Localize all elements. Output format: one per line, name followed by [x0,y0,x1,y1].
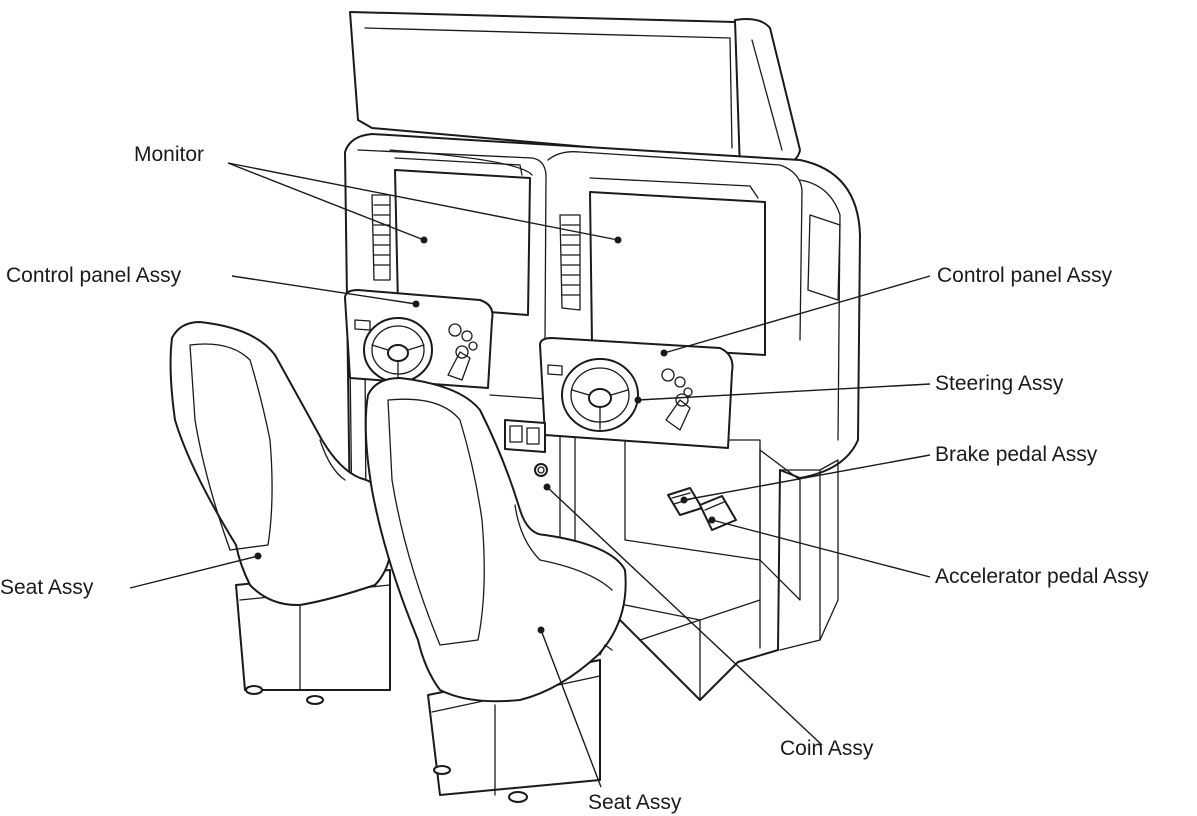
label-coin: Coin Assy [780,737,874,760]
leader-lines [129,162,931,788]
steering-wheel-right [561,358,639,432]
seat-front [364,377,627,803]
monitor-right [559,177,766,356]
label-brake-pedal: Brake pedal Assy [935,443,1098,466]
label-accelerator-pedal: Accelerator pedal Assy [935,565,1149,588]
monitor-left [371,157,531,316]
coin-door [504,419,548,477]
label-monitor: Monitor [134,143,205,166]
marquee-billboard [349,11,801,171]
label-control-panel-left: Control panel Assy [6,264,182,287]
seat-left [169,321,394,705]
steering-wheel-left [363,317,433,383]
label-seat-bottom: Seat Assy [588,791,682,814]
control-panel-right [539,337,734,449]
label-steering: Steering Assy [935,372,1064,395]
control-panel-left [344,289,494,389]
label-control-panel-right: Control panel Assy [937,264,1113,287]
label-seat-left: Seat Assy [0,576,94,599]
